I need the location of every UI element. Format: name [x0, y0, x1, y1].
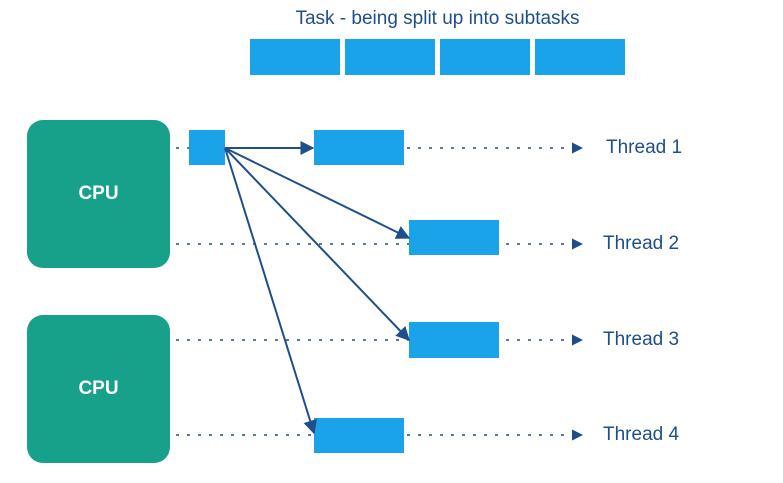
subtask-block-2: [409, 220, 499, 255]
cpu-label: CPU: [78, 378, 119, 399]
task-segment: [535, 39, 625, 75]
distribution-arrow-3: [224, 147, 410, 342]
thread-label-4: Thread 4: [603, 424, 680, 445]
distribution-arrow-4: [224, 147, 317, 435]
task-segment: [440, 39, 530, 75]
cpu-box: CPU: [27, 315, 170, 463]
thread-label-1: Thread 1: [606, 137, 683, 158]
subtask-block-3: [409, 322, 499, 358]
task-segment: [250, 39, 340, 75]
diagram-title: Task - being split up into subtasks: [295, 8, 580, 29]
thread-label-2: Thread 2: [603, 233, 680, 254]
cpu-box: CPU: [27, 120, 170, 268]
task-segment: [345, 39, 435, 75]
source-subtask-block: [189, 130, 225, 165]
thread-label-3: Thread 3: [603, 329, 680, 350]
distribution-arrow-2: [224, 147, 411, 239]
subtask-block-1: [314, 130, 404, 165]
subtask-block-4: [314, 418, 404, 453]
cpu-label: CPU: [78, 183, 119, 204]
